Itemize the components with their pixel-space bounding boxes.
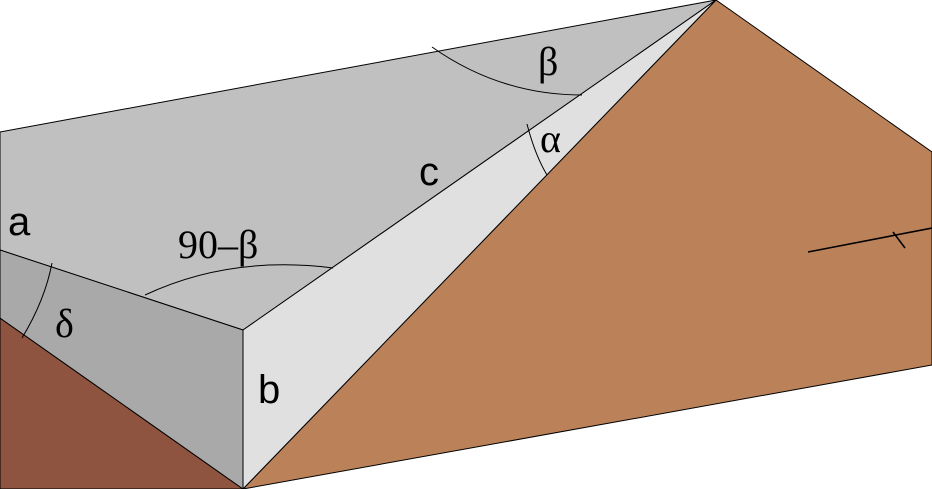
angle-arc-beta [431, 46, 583, 96]
label-delta: δ [55, 301, 74, 346]
block-front-face [0, 249, 244, 489]
label-alpha: α [540, 116, 561, 161]
angle-arc-alpha [526, 123, 548, 176]
label-beta: β [538, 39, 558, 84]
dip-tick [892, 231, 906, 249]
block-side-face [242, 0, 717, 489]
angle-arc-delta [21, 262, 53, 339]
label-c: c [419, 150, 439, 194]
label-a: a [8, 200, 31, 244]
angle-arc-ninety-minus-beta [144, 264, 334, 296]
label-b: b [258, 368, 280, 412]
label-ninety-minus-beta: 90–β [178, 222, 258, 267]
strike-line [807, 227, 932, 253]
